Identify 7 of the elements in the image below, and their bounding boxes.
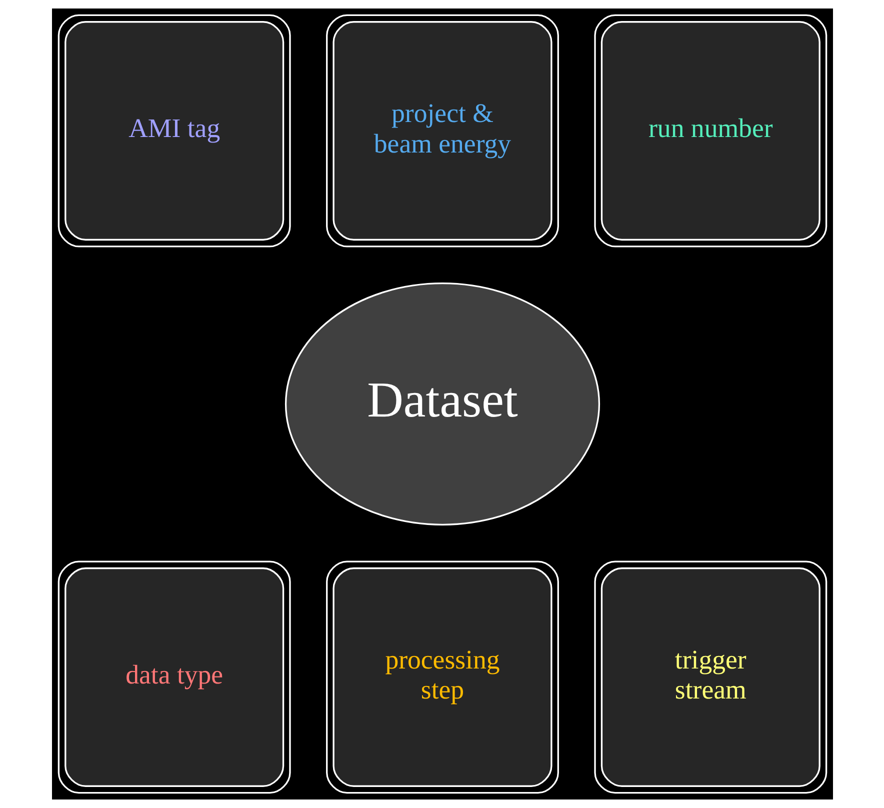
node-box: data type	[57, 560, 290, 794]
node-box: AMI tag	[57, 14, 290, 248]
node-box: trigger stream	[594, 560, 827, 794]
node-box: processing step	[326, 560, 558, 794]
node-box: run number	[594, 14, 827, 248]
node-box: project & beam energy	[326, 14, 558, 248]
node-ellipse: Dataset	[284, 282, 600, 526]
